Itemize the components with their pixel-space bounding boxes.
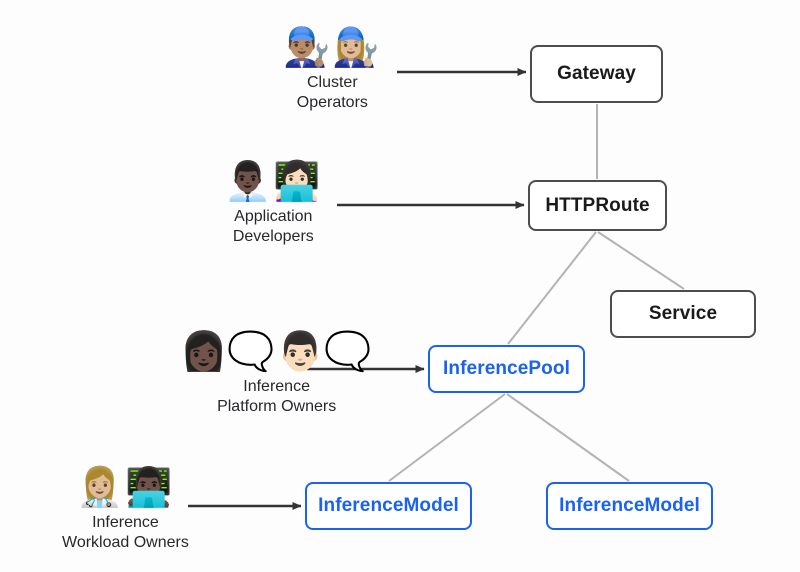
actor-inference-platform-owners: 👩🏿‍🗨️👨🏻‍🗨️ Inference Platform Owners	[180, 332, 373, 416]
node-label: InferenceModel	[318, 495, 459, 516]
actor-arrows	[188, 68, 527, 510]
wire-httproute-service	[597, 231, 685, 290]
actor-cluster-operators: 👨🏽‍🔧👩🏼‍🔧 Cluster Operators	[283, 28, 382, 112]
node-label: InferencePool	[443, 358, 570, 379]
wire-inferencepool-model-left	[388, 393, 506, 482]
man-mechanic-icon-and-woman-mechanic-icon: 👨🏽‍🔧👩🏼‍🔧	[283, 25, 382, 69]
node-label: Gateway	[557, 63, 636, 84]
node-inferencemodel-right[interactable]: InferenceModel	[546, 482, 713, 530]
node-inferencepool[interactable]: InferencePool	[428, 345, 585, 393]
wire-httproute-inferencepool	[507, 231, 597, 345]
actor-label: Application Developers	[232, 208, 314, 245]
woman-construction-worker-icon-and-man-construction-worker-icon: 👩🏿‍🗨️👨🏻‍🗨️	[180, 329, 374, 373]
man-office-worker-icon-and-woman-technologist-icon: 👨🏿‍💼👩🏻‍💻	[224, 159, 323, 203]
node-httproute[interactable]: HTTPRoute	[528, 180, 667, 231]
node-gateway[interactable]: Gateway	[530, 45, 663, 103]
actor-label: Inference Platform Owners	[217, 378, 337, 415]
node-service[interactable]: Service	[610, 290, 756, 338]
node-inferencemodel-left[interactable]: InferenceModel	[305, 482, 472, 530]
wire-inferencepool-model-right	[506, 393, 630, 482]
node-label: Service	[648, 303, 718, 324]
actor-label: Cluster Operators	[296, 74, 368, 111]
woman-health-worker-icon-and-man-technologist-icon: 👩🏼‍⚕️👨🏿‍💻	[76, 465, 175, 509]
actor-inference-workload-owners: 👩🏼‍⚕️👨🏿‍💻 Inference Workload Owners	[62, 468, 189, 552]
actor-application-developers: 👨🏿‍💼👩🏻‍💻 Application Developers	[224, 162, 323, 246]
node-label: InferenceModel	[559, 495, 700, 516]
node-label: HTTPRoute	[545, 194, 650, 216]
actor-label: Inference Workload Owners	[62, 514, 189, 551]
